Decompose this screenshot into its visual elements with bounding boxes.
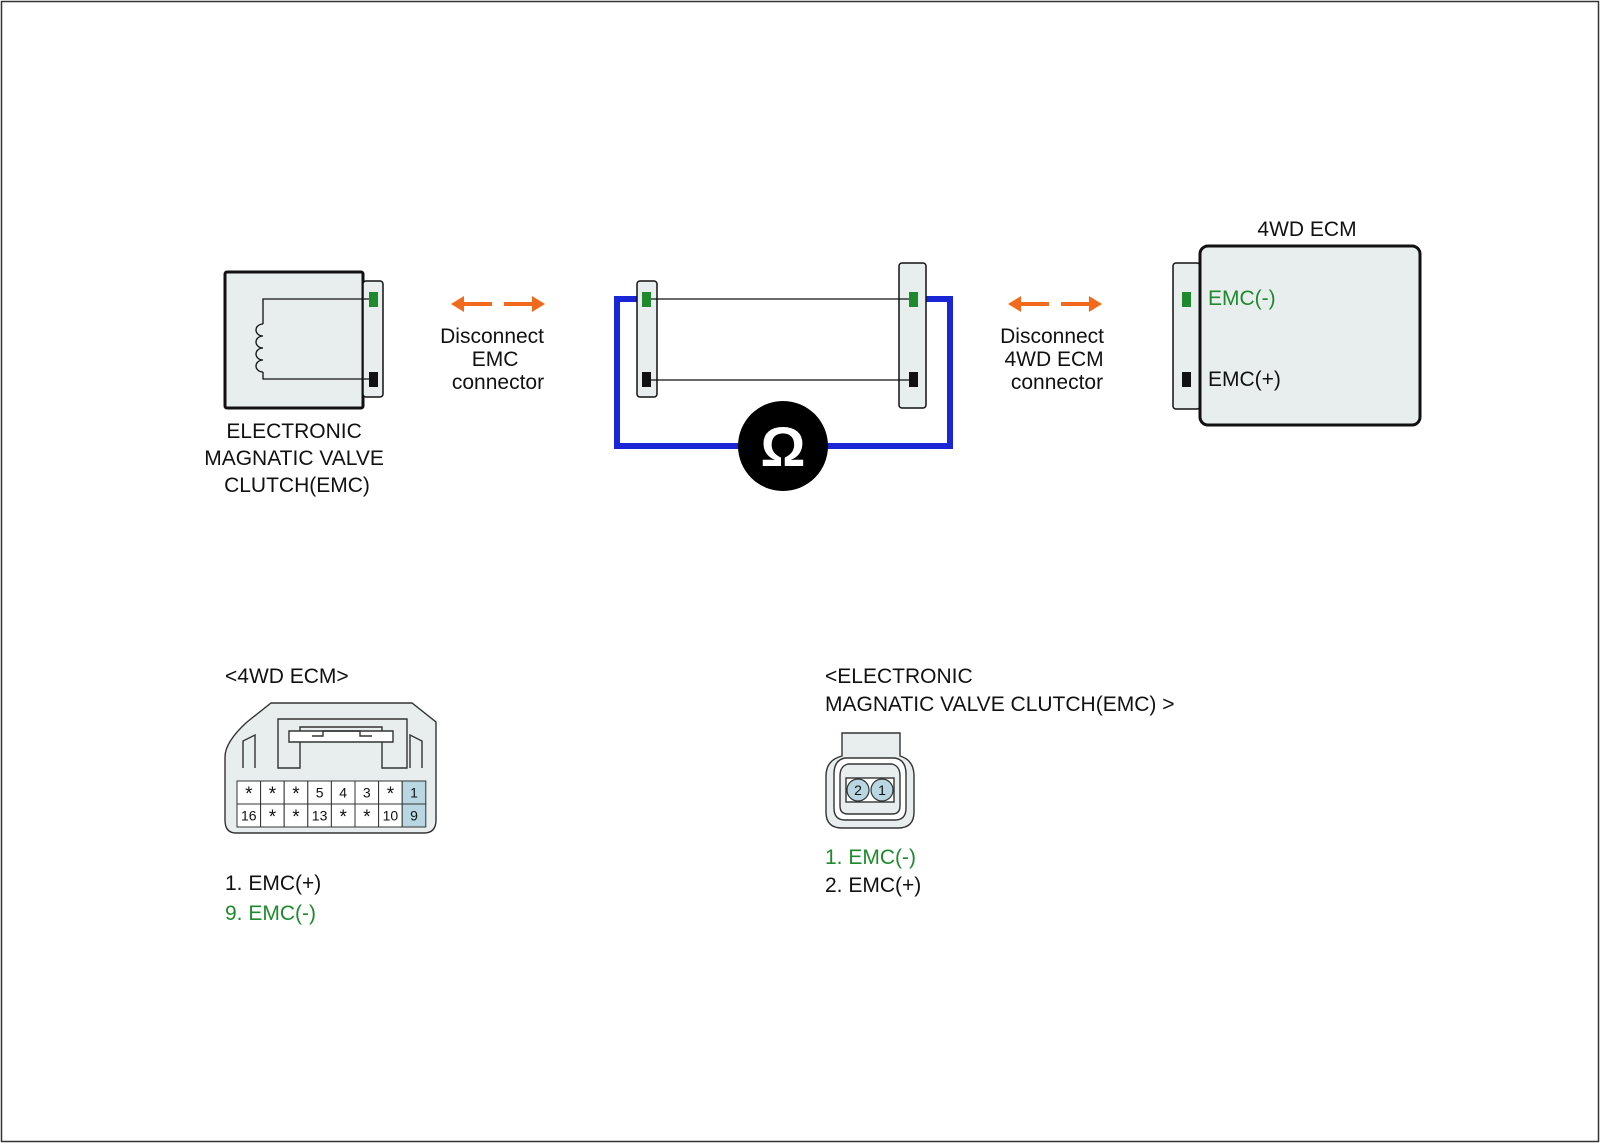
emc-connector-face: <ELECTRONIC MAGNATIC VALVE CLUTCH(EMC) >…: [825, 665, 1174, 897]
disconnect-emc-line-1: Disconnect: [440, 325, 544, 348]
emc-connector-title-line-1: <ELECTRONIC: [825, 665, 973, 688]
ecm-legend-1: 1. EMC(+): [225, 872, 321, 895]
emc-component: ELECTRONIC MAGNATIC VALVE CLUTCH(EMC): [204, 270, 390, 497]
emc-terminal-block: [362, 280, 384, 398]
emc-connector-title-line-2: MAGNATIC VALVE CLUTCH(EMC) >: [825, 693, 1174, 716]
ecm-module-title: 4WD ECM: [1257, 218, 1356, 241]
disconnect-ecm-line-3: connector: [1011, 371, 1103, 394]
ecm-pin-label: *: [269, 784, 277, 805]
ohmmeter-icon: Ω: [738, 401, 828, 491]
harness-pin-right-bottom: [909, 372, 918, 387]
harness-pin-left-top: [642, 292, 651, 307]
ecm-pin-label: *: [292, 807, 300, 828]
ecm-module: 4WD ECM EMC(-) EMC(+): [1172, 218, 1422, 427]
disconnect-ecm-label: Disconnect 4WD ECM connector: [1000, 325, 1110, 394]
emc-pin-plus: [369, 372, 378, 387]
ecm-pin-label: 9: [410, 808, 418, 824]
emc-connector-pin-2: [846, 778, 870, 802]
disconnect-ecm-line-2: 4WD ECM: [1004, 348, 1103, 371]
harness-pin-left-bottom: [642, 372, 651, 387]
disconnect-emc-line-2: EMC: [472, 348, 519, 371]
double-arrow-icon: [1008, 296, 1102, 312]
ecm-pin-label: 10: [383, 808, 399, 824]
double-arrow-icon: [451, 296, 545, 312]
ecm-pin-label: *: [387, 784, 395, 805]
emc-connector-title: <ELECTRONIC MAGNATIC VALVE CLUTCH(EMC) >: [825, 665, 1174, 716]
ecm-terminal-minus-label: EMC(-): [1208, 287, 1276, 310]
ecm-body: [1198, 244, 1422, 427]
ecm-pin-label: *: [292, 784, 300, 805]
emc-connector-pin-1: [870, 778, 894, 802]
ecm-pin-minus: [1182, 292, 1191, 307]
emc-connector-pin-1-label: 1: [878, 782, 886, 798]
emc-connector-outline: [825, 732, 915, 829]
disconnect-ecm-line-1: Disconnect: [1000, 325, 1104, 348]
emc-legend-1: 1. EMC(-): [825, 846, 916, 869]
ecm-pin-label: *: [269, 807, 277, 828]
ecm-pin-label: 5: [316, 785, 324, 801]
ecm-pin-label: *: [245, 784, 253, 805]
ecm-terminal-plus-label: EMC(+): [1208, 368, 1281, 391]
emc-label-line-1: ELECTRONIC: [226, 420, 361, 443]
ecm-pin-label: 4: [339, 785, 347, 801]
emc-label: ELECTRONIC MAGNATIC VALVE CLUTCH(EMC): [204, 420, 390, 497]
ecm-pin-label: 3: [363, 785, 371, 801]
harness: Ω: [614, 262, 953, 491]
ecm-pin-cell: [401, 803, 427, 828]
coil-icon: [255, 298, 370, 380]
emc-legend-2: 2. EMC(+): [825, 874, 921, 897]
disconnect-emc-label: Disconnect EMC connector: [440, 325, 550, 394]
ecm-pin-label: 16: [241, 808, 257, 824]
ecm-pin-label: *: [339, 807, 347, 828]
disconnect-emc: Disconnect EMC connector: [440, 296, 550, 394]
ecm-terminal-block: [1172, 262, 1201, 410]
ecm-pin-label: 1: [410, 785, 418, 801]
emc-body: [223, 270, 365, 410]
harness-connector-left: [636, 280, 658, 398]
ecm-legend-9: 9. EMC(-): [225, 902, 316, 925]
harness-pin-right-top: [909, 292, 918, 307]
emc-label-line-3: CLUTCH(EMC): [224, 474, 370, 497]
disconnect-emc-line-3: connector: [452, 371, 544, 394]
emc-label-line-2: MAGNATIC VALVE: [204, 447, 384, 470]
ecm-pin-plus: [1182, 372, 1191, 387]
emc-connector-pin-2-label: 2: [854, 782, 862, 798]
ecm-pin-label: 13: [312, 808, 328, 824]
ecm-pin-label: *: [363, 807, 371, 828]
disconnect-ecm: Disconnect 4WD ECM connector: [1000, 296, 1110, 394]
ecm-connector-title: <4WD ECM>: [225, 665, 349, 688]
emc-pin-minus: [369, 292, 378, 307]
meter-symbol: Ω: [761, 415, 806, 478]
emc-connector-pins: 2 1: [846, 778, 894, 802]
